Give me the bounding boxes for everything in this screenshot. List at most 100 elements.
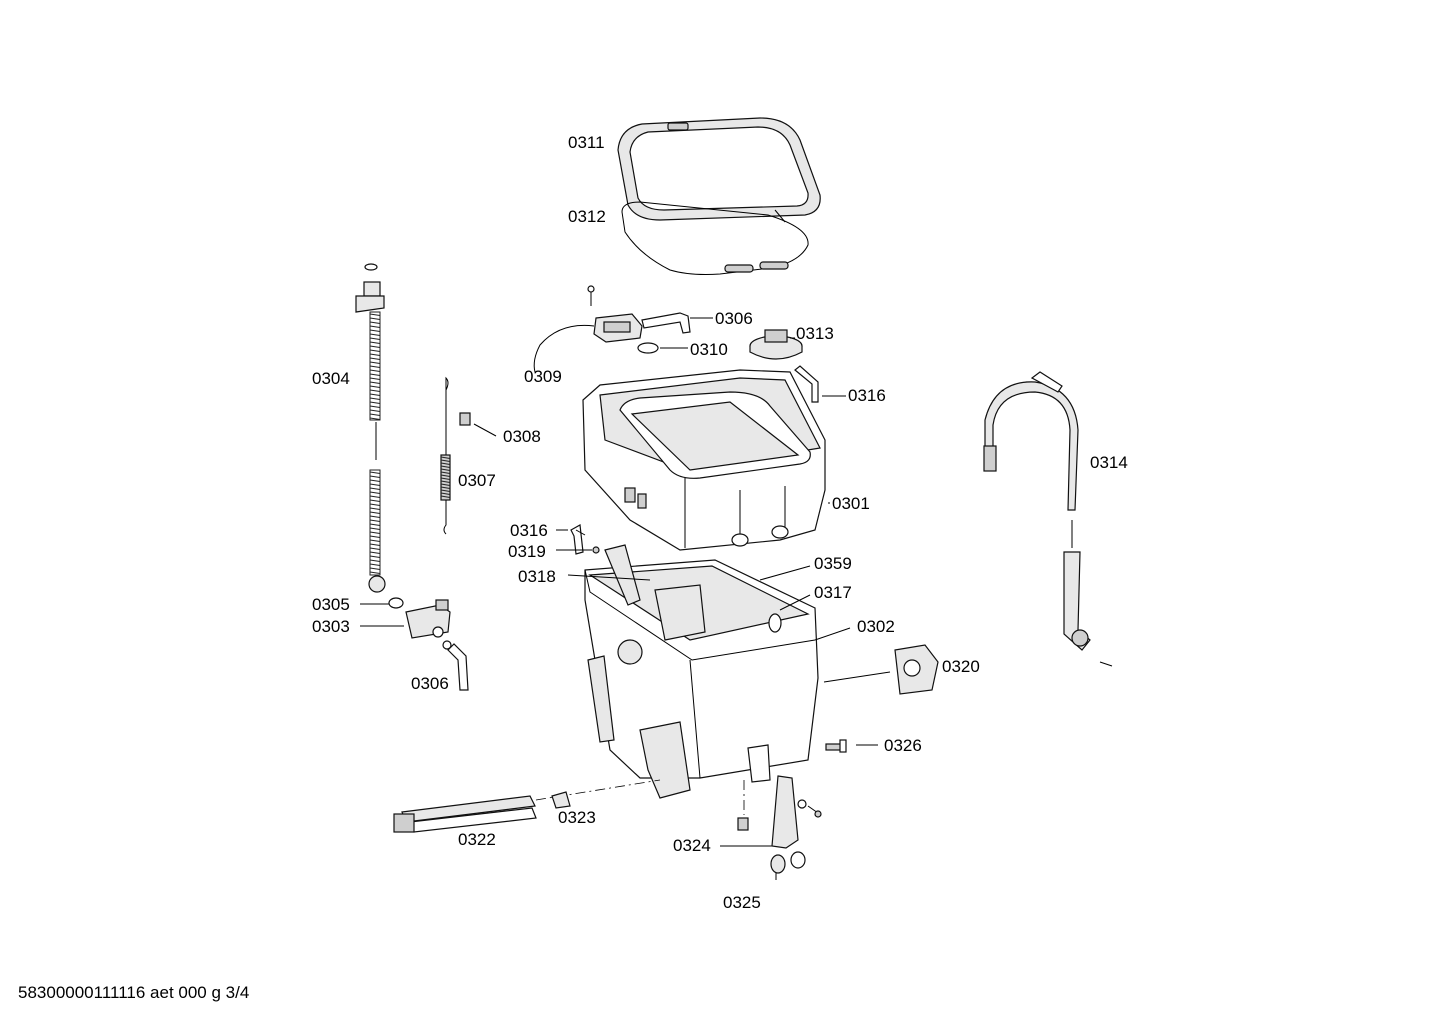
coil-ridge <box>440 489 451 492</box>
part-labels: 0311 0312 0306 0313 0310 0309 0316 0304 … <box>312 133 1128 912</box>
label-0304: 0304 <box>312 369 350 388</box>
label-0302: 0302 <box>857 617 895 636</box>
coil-ridge <box>369 527 381 530</box>
label-0316-top: 0316 <box>848 386 886 405</box>
coil-ridge <box>440 456 451 459</box>
gasket-ring-0312 <box>621 201 809 275</box>
inlet-hose-0304 <box>355 263 386 593</box>
coil-ridge <box>369 409 381 412</box>
label-0310: 0310 <box>690 340 728 359</box>
coil-ridge <box>369 495 381 498</box>
document-footer: 58300000111116 aet 000 g 3/4 <box>18 983 249 1002</box>
label-0307: 0307 <box>458 471 496 490</box>
coil-ridge <box>369 523 381 526</box>
coil-ridge <box>440 465 451 468</box>
coil-ridge <box>369 393 381 396</box>
coil-ridge <box>369 341 381 344</box>
hose-0316-mid <box>556 524 586 555</box>
coil-ridge <box>369 487 381 490</box>
coil-ridge <box>369 373 381 376</box>
coil-ridge <box>369 507 381 510</box>
heater-element-0322 <box>393 779 661 833</box>
label-0323: 0323 <box>558 808 596 827</box>
coil-ridge <box>440 486 451 489</box>
spring-coils <box>440 456 451 498</box>
label-0314: 0314 <box>1090 453 1128 472</box>
coil-ridge <box>440 495 451 498</box>
label-0309: 0309 <box>524 367 562 386</box>
coil-ridge <box>369 405 381 408</box>
clip-0308 <box>459 412 497 437</box>
coil-ridge <box>369 365 381 368</box>
coil-ridge <box>369 329 381 332</box>
label-0306-top: 0306 <box>715 309 753 328</box>
coil-ridge <box>369 547 381 550</box>
screw-0326 <box>825 739 847 753</box>
coil-ridge <box>369 337 381 340</box>
coil-ridge <box>369 349 381 352</box>
label-0319: 0319 <box>508 542 546 561</box>
coil-ridge <box>369 511 381 514</box>
coil-ridge <box>440 468 451 471</box>
coil-ridge <box>369 539 381 542</box>
coil-ridge <box>369 417 381 420</box>
label-0301: 0301 <box>832 494 870 513</box>
coil-ridge <box>369 483 381 486</box>
spring-0307 <box>440 376 451 535</box>
coil-ridge <box>369 571 381 574</box>
coil-ridge <box>369 369 381 372</box>
label-0312: 0312 <box>568 207 606 226</box>
label-0306-bottom: 0306 <box>411 674 449 693</box>
pump-0320 <box>894 644 939 695</box>
coil-ridge <box>369 397 381 400</box>
label-0308: 0308 <box>503 427 541 446</box>
leader-lines <box>360 565 891 880</box>
coil-ridge <box>369 325 381 328</box>
pressure-device-0309 <box>533 285 691 373</box>
label-0322: 0322 <box>458 830 496 849</box>
coil-ridge <box>369 321 381 324</box>
label-0303: 0303 <box>312 617 350 636</box>
coil-ridge <box>369 389 381 392</box>
coil-ridge <box>369 499 381 502</box>
coil-ridge <box>369 519 381 522</box>
coil-ridge <box>369 401 381 404</box>
coil-ridge <box>369 543 381 546</box>
coil-ridge <box>369 515 381 518</box>
coil-ridge <box>369 535 381 538</box>
label-0325: 0325 <box>723 893 761 912</box>
coil-ridge <box>369 471 381 474</box>
coil-ridge <box>369 503 381 506</box>
coil-ridge <box>369 567 381 570</box>
label-0317: 0317 <box>814 583 852 602</box>
hose-0316-top <box>794 365 846 403</box>
coil-ridge <box>440 462 451 465</box>
bracket-0323 <box>551 791 571 809</box>
label-0320: 0320 <box>942 657 980 676</box>
coil-ridge <box>369 317 381 320</box>
tub-top-0301 <box>582 369 830 551</box>
drain-hose-0314 <box>983 371 1113 667</box>
coil-ridge <box>440 474 451 477</box>
label-0326: 0326 <box>884 736 922 755</box>
coil-ridge <box>440 471 451 474</box>
label-0324: 0324 <box>673 836 711 855</box>
label-0311: 0311 <box>568 133 605 152</box>
hose-0306-bottom <box>447 643 469 691</box>
coil-ridge <box>369 555 381 558</box>
coil-ridge <box>369 531 381 534</box>
coil-ridge <box>369 381 381 384</box>
label-0305: 0305 <box>312 595 350 614</box>
coil-ridge <box>369 361 381 364</box>
coil-ridge <box>369 475 381 478</box>
o-ring-0310 <box>637 342 688 354</box>
hose-coil-top <box>369 313 381 420</box>
coil-ridge <box>369 313 381 316</box>
label-0316-mid: 0316 <box>510 521 548 540</box>
coil-ridge <box>440 492 451 495</box>
coil-ridge <box>369 357 381 360</box>
coil-ridge <box>369 413 381 416</box>
coil-ridge <box>369 385 381 388</box>
strap-0324 <box>737 775 822 849</box>
